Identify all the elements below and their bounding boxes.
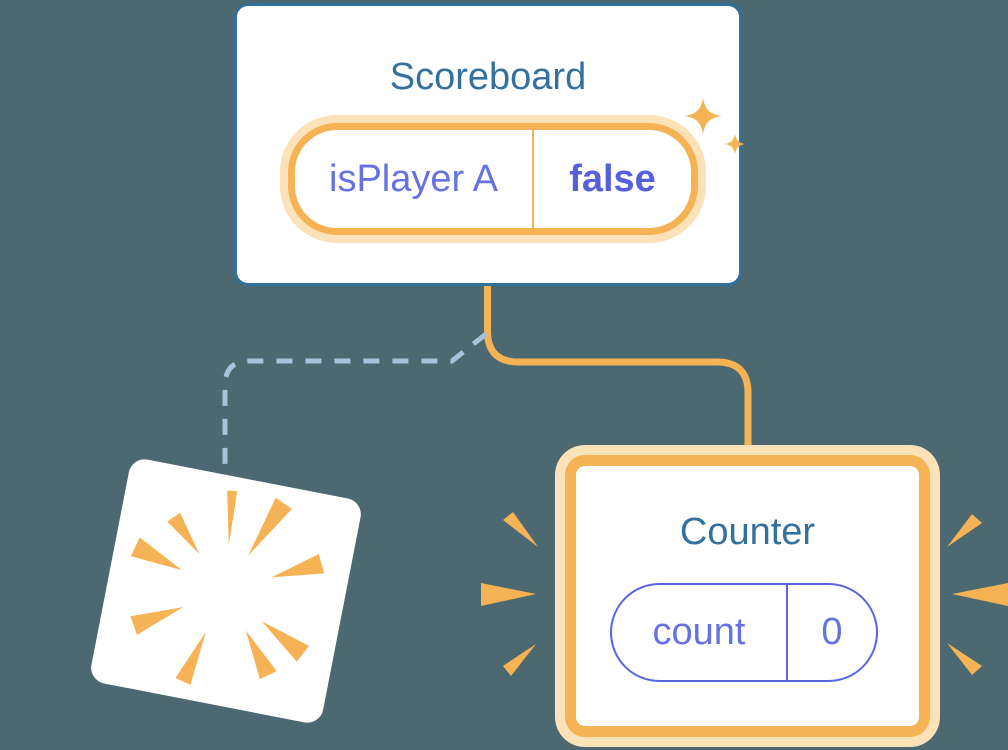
parent-child-connector-line [484, 286, 752, 452]
scoreboard-state-pill: isPlayer A false [288, 123, 698, 235]
counter-component-card: Counter count 0 [565, 455, 930, 737]
state-value: false [532, 130, 691, 228]
destroyed-component-card [88, 456, 364, 726]
scoreboard-title: Scoreboard [389, 56, 587, 98]
state-value: 0 [786, 585, 876, 680]
removed-child-dashed-line [222, 332, 488, 468]
counter-state-pill: count 0 [610, 583, 878, 682]
state-label: isPlayer A [329, 157, 498, 200]
scoreboard-component-card: Scoreboard isPlayer A false [234, 3, 742, 286]
state-label: count [652, 611, 746, 653]
counter-title: Counter [679, 511, 816, 553]
poof-burst-icon [130, 490, 325, 685]
emphasis-marks-right-icon [947, 514, 1008, 675]
emphasis-marks-left-icon [481, 512, 538, 676]
